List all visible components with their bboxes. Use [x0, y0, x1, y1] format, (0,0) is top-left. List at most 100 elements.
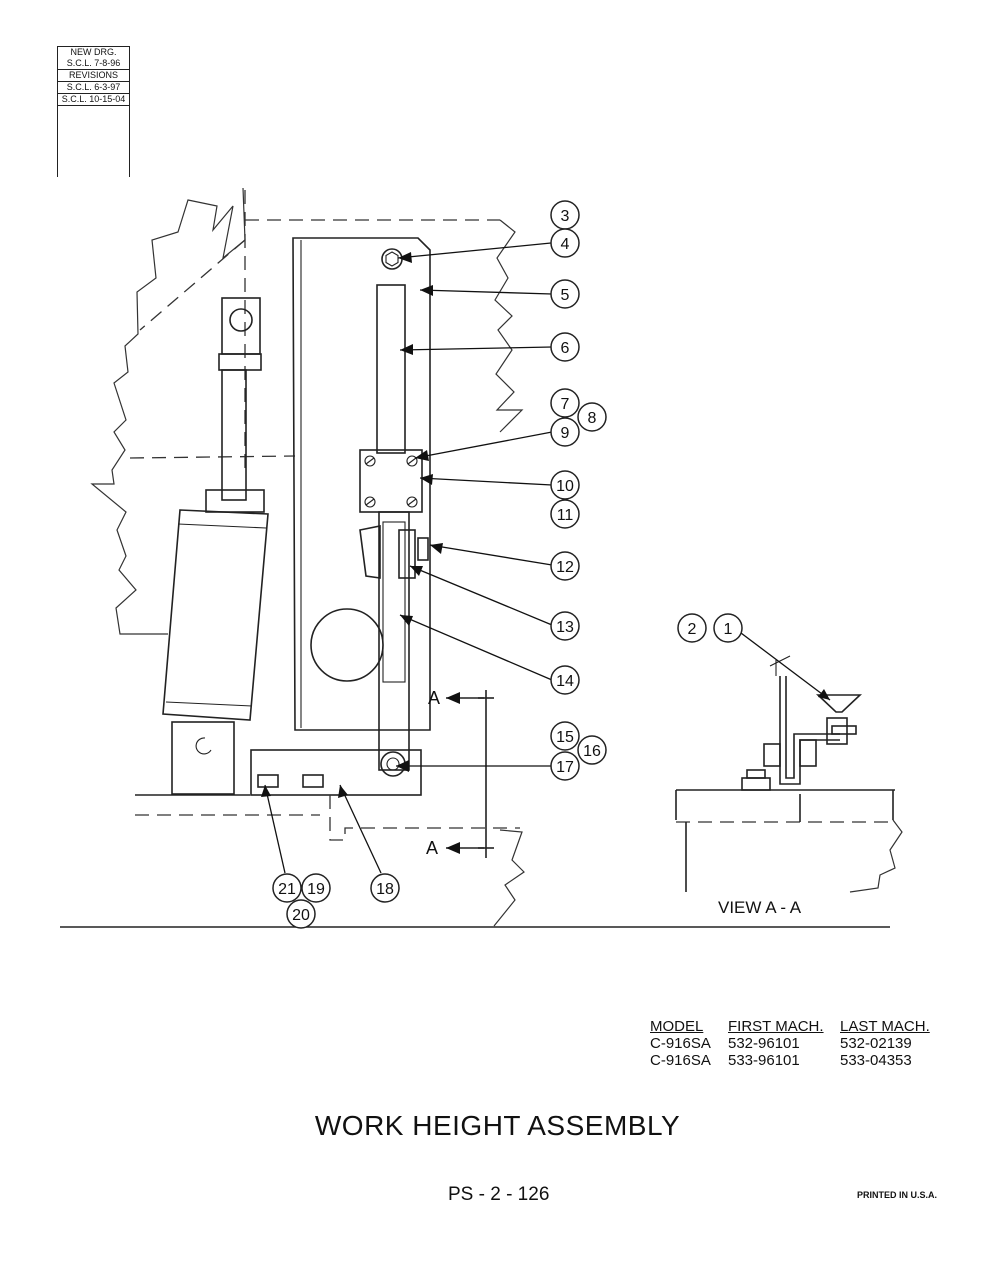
callout-label: 2 — [688, 621, 697, 638]
table-row: C-916SA 532-96101 532-02139 — [650, 1035, 950, 1052]
cylinder-band-top — [177, 523, 267, 529]
revision-row-empty — [58, 105, 129, 117]
cylinder-rod-gland — [205, 489, 265, 513]
main-plate — [292, 237, 431, 731]
callout-10: 10 — [550, 470, 580, 500]
cell-model: C-916SA — [650, 1052, 711, 1069]
section-label-bottom: A — [426, 838, 438, 858]
revision-row-original-date: S.C.L. 7-8-96 — [66, 58, 121, 68]
base-plate — [250, 749, 422, 796]
callout-label: 6 — [561, 340, 570, 357]
revision-row-new-drawing: NEW DRG. — [70, 47, 117, 57]
large-hole — [310, 608, 384, 682]
revision-row-1: S.C.L. 6-3-97 — [58, 81, 129, 93]
callout-1: 1 — [713, 613, 743, 643]
callout-label: 21 — [278, 881, 296, 898]
callout-21: 21 — [272, 873, 302, 903]
section-label-top: A — [428, 688, 440, 708]
cylinder-base-mount — [171, 721, 235, 795]
callout-3: 3 — [550, 200, 580, 230]
cell-first-mach: 532-96101 — [728, 1035, 800, 1052]
cylinder-body — [162, 509, 269, 721]
callout-label: 12 — [556, 559, 574, 576]
revision-row-2: S.C.L. 10-15-04 — [58, 93, 129, 105]
hidden-line-mid — [129, 455, 296, 459]
pivot-pin — [386, 757, 400, 771]
callout-label: 11 — [557, 507, 574, 524]
printed-notice: PRINTED IN U.S.A. — [857, 1190, 938, 1200]
section-arrow-top — [446, 692, 484, 704]
model-table-header: MODEL FIRST MACH. LAST MACH. — [650, 1018, 950, 1035]
adjust-knob — [417, 537, 429, 561]
callout-14: 14 — [550, 665, 580, 695]
callout-4: 4 — [550, 228, 580, 258]
view-label: VIEW A - A — [718, 898, 802, 917]
callout-12: 12 — [550, 551, 580, 581]
revision-header: REVISIONS — [58, 69, 129, 81]
table-row: C-916SA 533-96101 533-04353 — [650, 1052, 950, 1069]
callout-label: 7 — [561, 396, 570, 413]
callout-17: 17 — [550, 751, 580, 781]
page-title: WORK HEIGHT ASSEMBLY — [314, 1110, 681, 1141]
section-arrow-bottom — [446, 842, 484, 854]
wedge — [359, 525, 381, 579]
callout-label: 4 — [561, 236, 570, 253]
callout-7: 7 — [550, 388, 580, 418]
callout-label: 19 — [307, 881, 325, 898]
callout-label: 14 — [556, 673, 574, 690]
callout-15: 15 — [550, 721, 580, 751]
callout-5: 5 — [550, 279, 580, 309]
break-line-right-lower — [493, 829, 525, 927]
bracket-screws — [364, 455, 418, 508]
callout-19: 19 — [301, 873, 331, 903]
leader-lines — [264, 242, 831, 874]
callout-9: 9 — [550, 417, 580, 447]
hidden-line-diagonal — [139, 239, 246, 331]
callout-18: 18 — [370, 873, 400, 903]
page-number: PS - 2 - 126 — [448, 1184, 550, 1205]
model-table: MODEL FIRST MACH. LAST MACH. C-916SA 532… — [650, 1018, 950, 1069]
leader-arrowheads — [261, 252, 830, 798]
cell-last-mach: 533-04353 — [840, 1052, 912, 1069]
callout-label: 20 — [292, 907, 310, 924]
cylinder-clevis — [221, 297, 261, 355]
callout-label: 10 — [556, 478, 574, 495]
hex-bolt-head — [385, 251, 399, 267]
callout-11: 11 — [550, 499, 580, 529]
revision-block: NEW DRG. S.C.L. 7-8-96 REVISIONS S.C.L. … — [57, 46, 130, 177]
callout-label: 1 — [724, 621, 733, 638]
callout-label: 13 — [556, 619, 574, 636]
callout-20: 20 — [286, 899, 316, 929]
hidden-line-floor-right — [329, 795, 520, 841]
cylinder-rod — [221, 369, 247, 501]
base-bolts — [257, 774, 324, 788]
header-first-mach: FIRST MACH. — [728, 1018, 824, 1035]
cylinder-mount-hook — [195, 737, 212, 755]
cell-first-mach: 533-96101 — [728, 1052, 800, 1069]
callout-16: 16 — [577, 735, 607, 765]
cell-model: C-916SA — [650, 1035, 711, 1052]
callout-6: 6 — [550, 332, 580, 362]
header-last-mach: LAST MACH. — [840, 1018, 930, 1035]
cylinder-band-bottom — [165, 701, 253, 707]
callout-13: 13 — [550, 611, 580, 641]
stop-block — [398, 529, 416, 579]
slot-bar — [376, 284, 406, 454]
callout-label: 18 — [376, 881, 394, 898]
callout-label: 5 — [561, 287, 570, 304]
callout-label: 17 — [556, 759, 574, 776]
callout-label: 3 — [561, 208, 570, 225]
break-line-left — [90, 187, 246, 635]
callout-label: 15 — [556, 729, 574, 746]
header-model: MODEL — [650, 1018, 704, 1035]
link-slot — [382, 521, 406, 683]
callout-2: 2 — [677, 613, 707, 643]
cylinder-rod-nut — [218, 353, 262, 371]
callout-label: 8 — [588, 410, 597, 427]
view-a-a — [675, 655, 903, 893]
callout-8: 8 — [577, 402, 607, 432]
clevis-hole — [229, 308, 253, 332]
break-line-right — [494, 219, 524, 433]
